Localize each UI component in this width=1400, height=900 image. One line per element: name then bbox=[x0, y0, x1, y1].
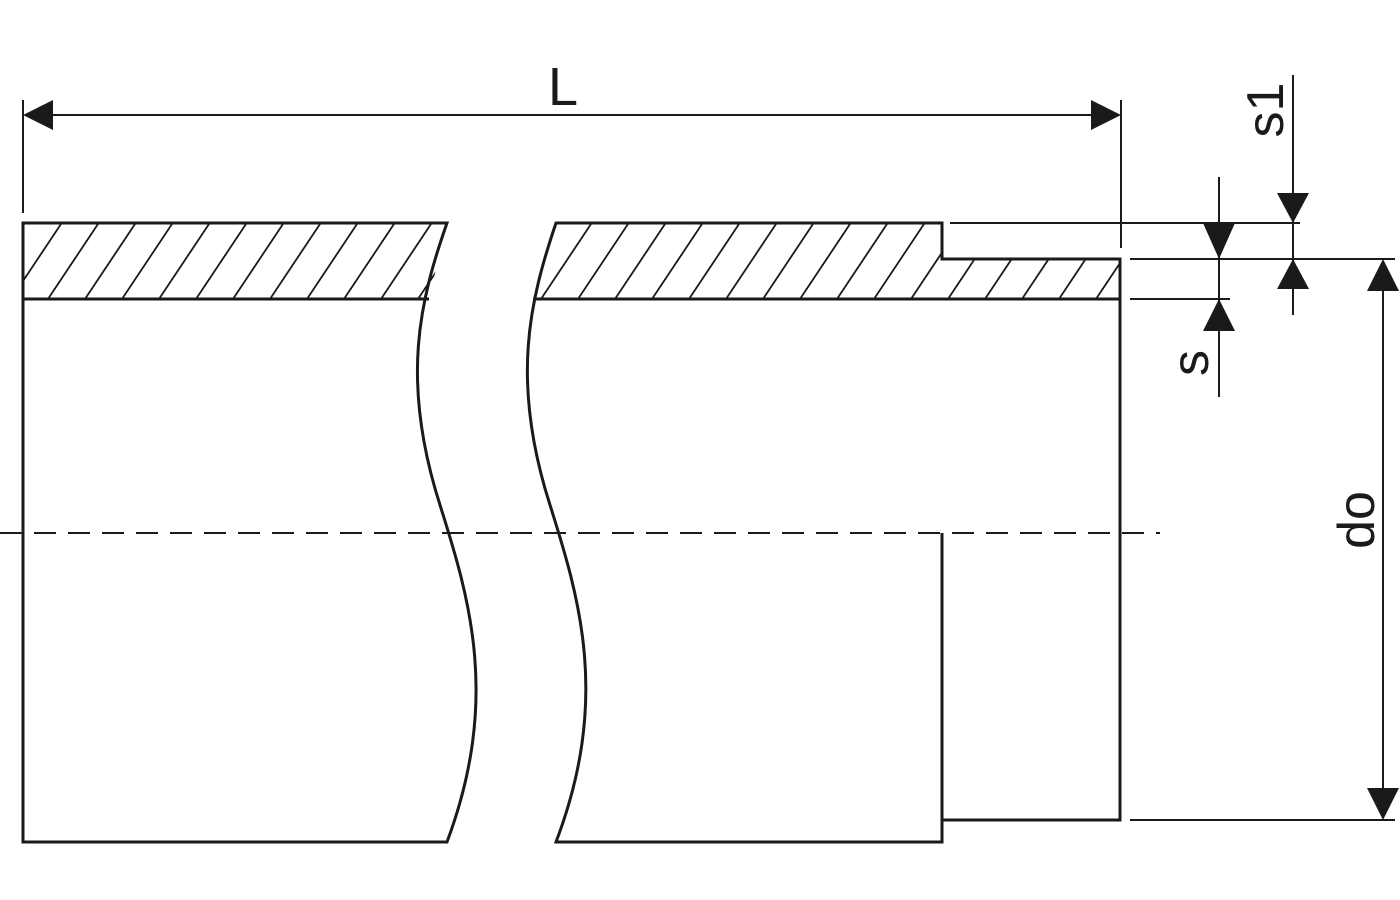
hatch-line bbox=[43, 223, 105, 299]
dimension-label-reduced-wall: s1 bbox=[1237, 83, 1295, 138]
hatch-line bbox=[191, 223, 253, 299]
hatch-line bbox=[23, 223, 31, 299]
arrow-down-icon bbox=[1203, 223, 1235, 259]
hatch-line bbox=[536, 223, 598, 299]
hatch-line bbox=[573, 223, 635, 299]
dimension-label-length: L bbox=[548, 57, 578, 117]
hatch-line bbox=[721, 223, 783, 299]
hatch-line bbox=[302, 223, 364, 299]
hatch-line bbox=[80, 223, 142, 299]
hatch-line bbox=[795, 223, 857, 299]
hatch-line bbox=[758, 223, 820, 299]
hatch-line bbox=[533, 223, 561, 299]
hatch-line bbox=[265, 223, 327, 299]
hatch-line bbox=[451, 215, 511, 305]
arrow-down-icon bbox=[1367, 788, 1399, 820]
hatch-line bbox=[869, 223, 931, 299]
hatch-line bbox=[684, 223, 746, 299]
arrow-left-icon bbox=[23, 100, 53, 130]
hatch-line bbox=[610, 223, 672, 299]
hatch-line bbox=[339, 223, 401, 299]
dimension-label-outer-diameter: do bbox=[1328, 491, 1386, 549]
arrow-right-icon bbox=[1091, 100, 1121, 130]
arrow-up-icon bbox=[1367, 259, 1399, 291]
hatch-line bbox=[647, 223, 709, 299]
wall-hatch-left bbox=[23, 215, 511, 305]
hatch-line bbox=[228, 223, 290, 299]
arrow-up-icon bbox=[1277, 259, 1309, 289]
hatch-line bbox=[23, 223, 68, 299]
hatch-line bbox=[1091, 223, 1120, 299]
dimension-label-wall: s bbox=[1162, 350, 1220, 376]
pipe-right-segment bbox=[525, 221, 1122, 844]
hatch-line bbox=[832, 223, 894, 299]
hatch-line bbox=[117, 223, 179, 299]
arrow-down-icon bbox=[1277, 193, 1309, 223]
hatch-line bbox=[154, 223, 216, 299]
hatch-line bbox=[376, 223, 438, 299]
pipe-left-segment bbox=[21, 221, 478, 844]
arrow-up-icon bbox=[1203, 299, 1235, 331]
